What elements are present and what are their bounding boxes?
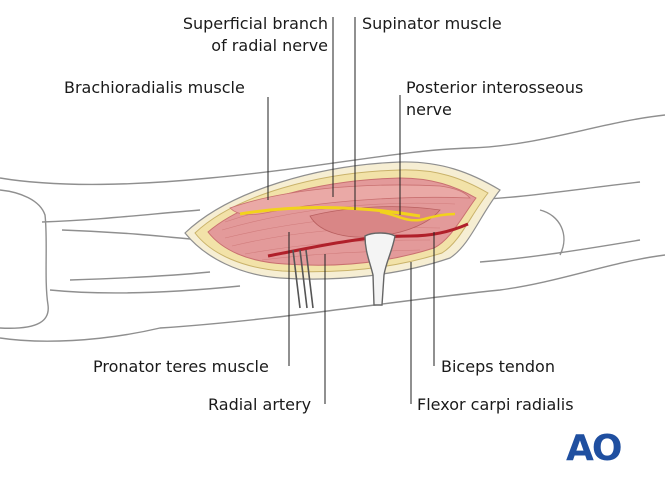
label-radial-artery: Radial artery xyxy=(208,394,311,416)
label-pronator-teres: Pronator teres muscle xyxy=(93,356,269,378)
hand-contour xyxy=(0,190,48,328)
label-flexor-carpi: Flexor carpi radialis xyxy=(417,394,574,416)
radius-shaft xyxy=(62,230,210,280)
label-biceps-tendon: Biceps tendon xyxy=(441,356,555,378)
ao-logo: AO xyxy=(566,428,620,469)
label-superficial-branch: Superficial branch of radial nerve xyxy=(183,13,328,57)
elbow-contour xyxy=(540,210,564,255)
label-supinator: Supinator muscle xyxy=(362,13,502,35)
label-brachioradialis: Brachioradialis muscle xyxy=(64,77,245,99)
label-posterior-interosseous: Posterior interosseous nerve xyxy=(406,77,583,121)
